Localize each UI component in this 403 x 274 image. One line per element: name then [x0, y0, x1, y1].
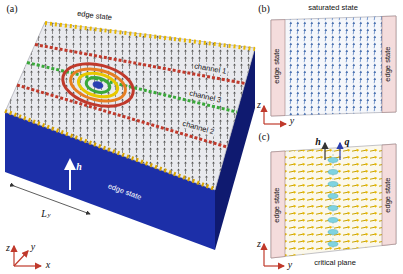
dimension-symbol: L: [41, 208, 47, 219]
film-plane: [271, 144, 396, 258]
wavevector-symbol: q: [345, 136, 350, 147]
region-label: edge state: [385, 45, 393, 82]
spin-cone: [328, 182, 338, 187]
edge-strip: [382, 144, 396, 246]
axis-y: [264, 265, 284, 266]
field-arrow: [69, 160, 71, 190]
slab-top-face: [5, 22, 255, 190]
axis-label: y: [290, 115, 294, 126]
edge-strip: [271, 151, 285, 258]
axis-label: z: [257, 99, 261, 110]
field-symbol: h: [76, 161, 82, 172]
field-symbol: h: [315, 136, 321, 147]
panel-letter: (c): [258, 131, 269, 142]
skyrmion-ring: [58, 57, 138, 113]
axis-label: y: [31, 241, 35, 252]
edge-spins: [5, 111, 215, 189]
region-label: edge state: [385, 176, 393, 213]
wavevector-arrow: [339, 143, 340, 160]
axis-x: [14, 265, 41, 266]
spin-cone: [328, 242, 338, 247]
skyrmion: [58, 57, 138, 113]
spin-field: [285, 145, 382, 257]
dimension-subscript: y: [47, 212, 50, 220]
axis-label: y: [288, 259, 292, 270]
spin-cone: [328, 206, 338, 211]
film-plane: [271, 16, 396, 116]
axis-y: [14, 251, 28, 266]
panel-letter: (b): [258, 3, 270, 14]
skyrmion-ring: [67, 64, 129, 107]
region-label: edge state: [274, 186, 282, 223]
region-label: saturated state: [307, 4, 359, 12]
spin-cone: [328, 170, 338, 175]
edge-spins: [45, 23, 255, 49]
channel-line: [35, 45, 245, 84]
skyrmion-ring: [85, 75, 112, 94]
region-label: edge state: [76, 10, 114, 23]
axis-z: [263, 106, 264, 124]
axis-z: [13, 246, 14, 266]
spin-cone: [328, 194, 338, 199]
edge-strip: [382, 16, 396, 113]
axis-label: x: [46, 259, 50, 270]
spin-field: [285, 17, 382, 116]
field-arrow: [324, 143, 325, 160]
spin-cone: [328, 158, 338, 163]
skyrmion-core: [92, 81, 103, 89]
region-label: edge state: [274, 47, 282, 84]
panel-letter: (a): [6, 3, 17, 14]
axis-y: [264, 123, 286, 124]
skyrmion-ring: [76, 69, 120, 100]
channel-line: [17, 85, 227, 147]
spin-field: [5, 22, 255, 190]
dimension-line: [14, 186, 90, 214]
axis-label: z: [257, 238, 261, 249]
region-label: critical plane: [313, 259, 357, 267]
axis-label: z: [6, 242, 10, 253]
spin-cone: [328, 230, 338, 235]
axis-z: [263, 244, 264, 266]
cone-column: [328, 158, 338, 247]
edge-strip: [271, 20, 285, 116]
critical-plane-line: [333, 150, 334, 250]
spin-cone: [328, 218, 338, 223]
